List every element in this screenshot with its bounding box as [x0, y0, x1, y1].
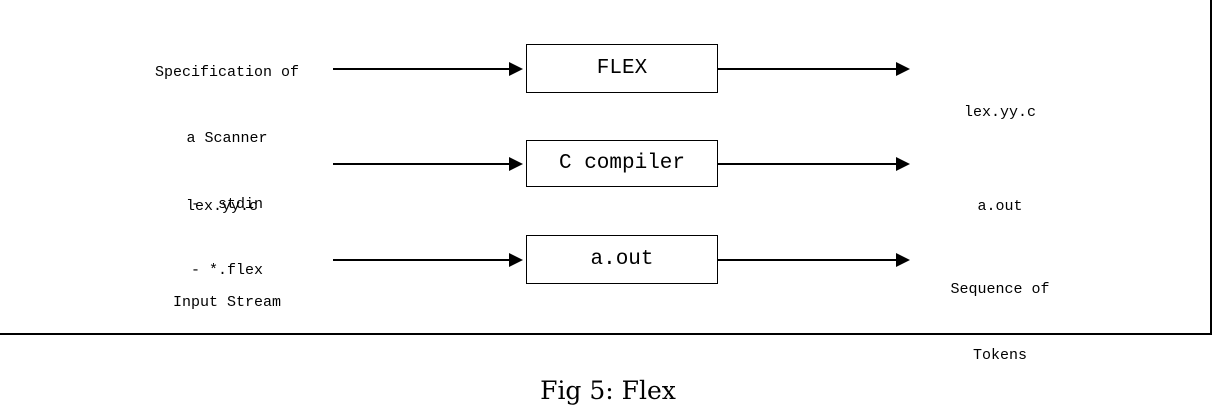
- input-line: Specification of: [154, 64, 300, 81]
- figure-caption: Fig 5: Flex: [540, 376, 676, 405]
- process-box-ccompiler: C compiler: [526, 140, 718, 187]
- arrow-out-aout: [718, 253, 910, 267]
- output-label-flex: lex.yy.c: [925, 58, 1075, 146]
- arrow-in-flex: [333, 62, 523, 76]
- arrow-in-ccompiler: [333, 157, 523, 171]
- diagram-frame: [0, 0, 1212, 335]
- arrow-out-ccompiler: [718, 157, 910, 171]
- process-label: FLEX: [596, 57, 648, 80]
- process-box-flex: FLEX: [526, 44, 718, 93]
- output-label-ccompiler: a.out: [925, 152, 1075, 240]
- input-label-aout: Input Stream: [132, 248, 322, 336]
- output-line: Tokens: [972, 347, 1027, 364]
- arrow-out-flex: [718, 62, 910, 76]
- output-label-aout: Sequence of Tokens: [915, 235, 1085, 389]
- arrow-in-aout: [333, 253, 523, 267]
- process-label: C compiler: [558, 152, 686, 175]
- process-box-aout: a.out: [526, 235, 718, 284]
- input-line: lex.yy.c: [185, 198, 258, 215]
- output-line: Sequence of: [950, 281, 1050, 298]
- input-line: Input Stream: [172, 294, 282, 311]
- output-line: lex.yy.c: [963, 104, 1036, 121]
- input-label-flex: Specification of a Scanner - stdin - *.f…: [112, 18, 342, 304]
- input-line: a Scanner: [186, 130, 268, 147]
- input-line: - *.flex: [190, 262, 263, 279]
- output-line: a.out: [977, 198, 1023, 215]
- process-label: a.out: [590, 248, 654, 271]
- input-label-ccompiler: lex.yy.c: [132, 152, 312, 240]
- input-line: - stdin: [190, 196, 263, 213]
